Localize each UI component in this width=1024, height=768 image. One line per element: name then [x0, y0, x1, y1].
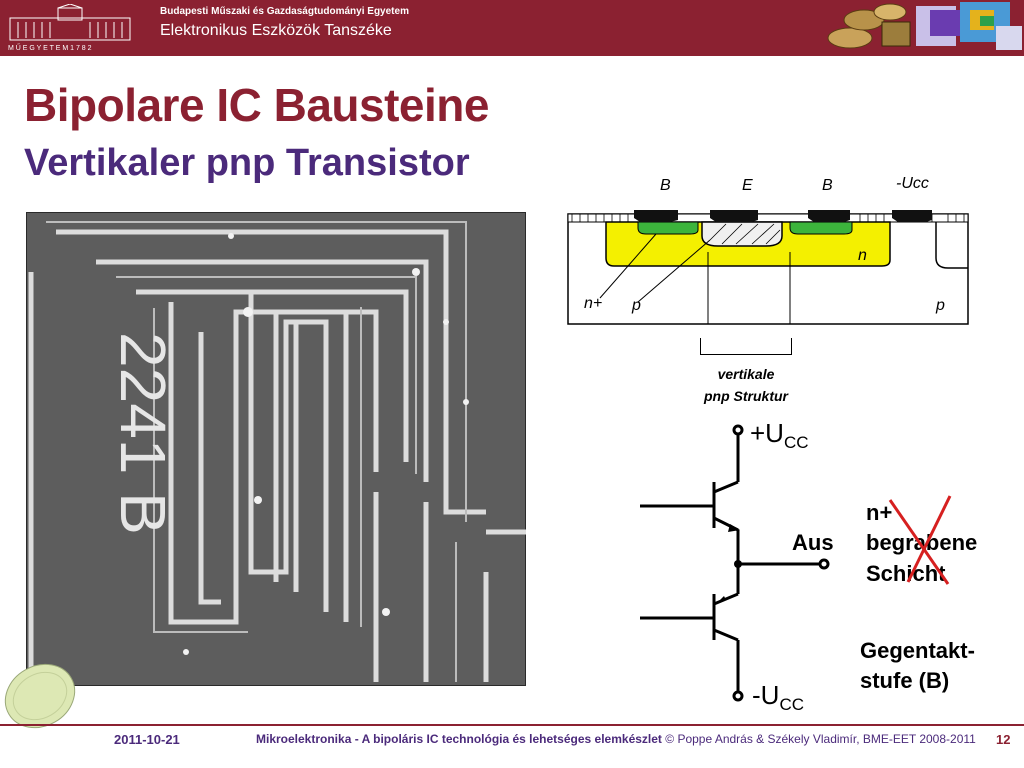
slide-subtitle: Vertikaler pnp Transistor	[24, 142, 470, 184]
label-ucc: -Ucc	[896, 175, 929, 192]
label-n: n	[858, 247, 867, 264]
university-name: Budapesti Műszaki és Gazdaságtudományi E…	[160, 6, 409, 17]
footer-date: 2011-10-21	[114, 732, 180, 747]
pnp-cross-section: B E B -Ucc n n+ p p	[567, 175, 969, 325]
department-name: Elektronikus Eszközök Tanszéke	[160, 22, 392, 39]
push-pull-circuit	[640, 424, 830, 702]
wafer-graphic	[4, 663, 76, 729]
buried-layer-line3: Schicht	[866, 561, 946, 586]
engraved-label: 2241 B	[107, 332, 179, 535]
vcc-minus-label: -UCC	[752, 680, 804, 715]
label-p-right: p	[935, 297, 945, 314]
stage-label-line1: Gegentakt-	[860, 638, 975, 663]
stage-label-line2: stufe (B)	[860, 668, 950, 693]
vcc-plus-label: +UCC	[750, 418, 809, 453]
bracket-mark	[700, 338, 792, 355]
buried-layer-line1: n+	[866, 500, 893, 525]
label-b-right: B	[822, 177, 833, 194]
page-number: 12	[996, 732, 1011, 747]
cross-out-mark	[888, 495, 952, 585]
label-p-left: p	[631, 297, 641, 314]
cross-section-caption-line1: vertikale	[717, 366, 775, 382]
footer-course: Mikroelektronika - A bipoláris IC techno…	[256, 732, 976, 746]
logo-text: M Ű E G Y E T E M 1 7 8 2	[8, 43, 92, 52]
output-label: Aus	[792, 530, 834, 555]
label-n-plus: n+	[584, 295, 602, 312]
university-logo: M Ű E G Y E T E M 1 7 8 2	[8, 4, 131, 52]
slide-title: Bipolare IC Bausteine	[24, 79, 489, 131]
cross-section-caption-line2: pnp Struktur	[704, 388, 788, 404]
label-e: E	[742, 177, 753, 194]
wafer-banner-image	[827, 2, 1022, 50]
footer-divider	[0, 724, 1024, 726]
svg-text:2241 B: 2241 B	[107, 332, 179, 535]
header-bar: M Ű E G Y E T E M 1 7 8 2 Budapesti Műsz…	[0, 0, 1024, 56]
label-b-left: B	[660, 177, 671, 194]
transistor-micrograph: 2241 B	[26, 212, 526, 686]
